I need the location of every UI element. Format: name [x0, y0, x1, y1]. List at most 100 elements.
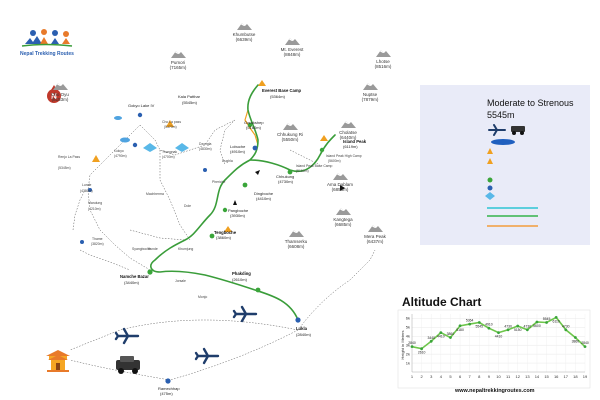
mountain-item[interactable]: Mera Peak(6437m): [364, 225, 387, 244]
altitude-point[interactable]: [525, 328, 529, 332]
camp-tent-icon: [166, 120, 174, 127]
altitude-point[interactable]: [535, 320, 539, 324]
gokyo-lake-label[interactable]: Gokyo Lake IV: [128, 103, 155, 108]
altitude-point[interactable]: [497, 331, 500, 335]
lobuche-label[interactable]: Lobuche: [230, 144, 246, 149]
altitude-point[interactable]: [573, 336, 577, 339]
dingboche-label[interactable]: Dingboche: [254, 191, 274, 196]
mountain-icon: [336, 208, 351, 215]
dzongla-label[interactable]: Dzongla: [199, 142, 212, 146]
gokyo-label[interactable]: Gokyo: [114, 149, 124, 153]
altitude-point[interactable]: [439, 331, 443, 335]
altitude-point[interactable]: [516, 324, 520, 328]
altitude-point[interactable]: [449, 336, 452, 339]
mountain-item[interactable]: Chhukung Ri(5550m): [277, 123, 303, 142]
thame-label[interactable]: Thame: [92, 237, 103, 241]
marulung-label[interactable]: Marulung: [88, 201, 102, 205]
cho-la-label[interactable]: Cho La pass: [162, 120, 181, 124]
altitude-point[interactable]: [545, 321, 548, 324]
altitude-point[interactable]: [429, 339, 433, 343]
stop-dot[interactable]: [137, 112, 143, 118]
stop-dot[interactable]: [132, 142, 138, 148]
mountain-icon: [363, 83, 378, 90]
stop-dot[interactable]: [222, 207, 228, 213]
altitude-point[interactable]: [458, 324, 462, 328]
pangboche-label[interactable]: Pangboche: [228, 208, 249, 213]
altitude-point[interactable]: [420, 347, 424, 351]
legend-green-dot: [487, 177, 493, 183]
stop-dot[interactable]: [252, 145, 258, 151]
brand-logo[interactable]: Nepal Trekking Routes: [20, 29, 74, 57]
stop-dot[interactable]: [147, 269, 153, 275]
mountain-item[interactable]: Cholatse(6440m): [339, 121, 357, 140]
small-place-label: Pheriche: [212, 180, 225, 184]
stop-dot[interactable]: [165, 378, 171, 384]
stop-dot[interactable]: [80, 240, 84, 244]
altitude-value-label: 5364: [466, 319, 474, 323]
chhukung-label[interactable]: Chhukung: [276, 174, 294, 179]
altitude-point[interactable]: [506, 328, 510, 332]
stop-dot[interactable]: [247, 122, 253, 128]
ramechhap-label[interactable]: Ramechhap: [158, 386, 180, 391]
altitude-value-label: 2840: [408, 341, 416, 345]
altitude-point[interactable]: [554, 315, 558, 319]
altitude-value-label: 4410: [495, 335, 503, 339]
mountain-item[interactable]: Khumbutse(6639m): [233, 23, 256, 42]
site-url[interactable]: www.nepaltrekkingroutes.com: [454, 388, 535, 394]
island-peak-label[interactable]: Island Peak: [343, 139, 367, 144]
island-peak-hc-label[interactable]: Island Peak High Camp: [326, 154, 362, 158]
altitude-point[interactable]: [487, 326, 491, 330]
mountain-item[interactable]: Mt. Everest(8848m): [281, 38, 305, 57]
small-place-label: Dole: [184, 204, 191, 208]
altitude-point[interactable]: [564, 328, 568, 332]
mountain-item[interactable]: Cho Oyu(8153m): [51, 83, 69, 102]
stop-dot[interactable]: [287, 169, 293, 175]
svg-text:(4700m): (4700m): [162, 155, 175, 159]
legend-tent-icon: [487, 148, 493, 154]
altitude-value-label: 3860: [447, 332, 455, 336]
svg-text:(3860m): (3860m): [216, 235, 232, 240]
svg-text:(3820m): (3820m): [91, 242, 104, 246]
svg-text:(3440m): (3440m): [124, 280, 140, 285]
mountain-icon: [289, 230, 304, 237]
x-tick-label: 4: [440, 374, 443, 379]
everest-alt-route: [244, 109, 259, 146]
thangnak-label[interactable]: Thangnak: [162, 150, 177, 154]
lunde-label[interactable]: Lunde: [82, 183, 92, 187]
mountain-item[interactable]: Thamserku(6608m): [285, 230, 308, 249]
brand-name: Nepal Trekking Routes: [20, 51, 74, 57]
altitude-point[interactable]: [410, 345, 414, 349]
tengboche-label[interactable]: Tengboche: [214, 230, 237, 235]
stop-dot[interactable]: [319, 147, 325, 153]
stop-dot[interactable]: [203, 168, 207, 172]
altitude-point[interactable]: [583, 345, 587, 349]
lukla-label[interactable]: Lukla: [296, 326, 308, 331]
stop-dot[interactable]: [209, 233, 215, 239]
stop-dot[interactable]: [242, 182, 248, 188]
mountain-item[interactable]: Lhotse(8516m): [375, 50, 392, 69]
legend-max-altitude: 5545m: [487, 110, 515, 120]
gorakshep-label[interactable]: Gorakshep: [244, 120, 264, 125]
stop-dot[interactable]: [255, 287, 261, 293]
ebc-label[interactable]: Everest Base Camp: [262, 88, 302, 93]
kala-patthar-label[interactable]: Kala Patthar: [178, 94, 201, 99]
renjo-la-label[interactable]: Renjo La Pass: [58, 155, 80, 159]
phakding-label[interactable]: Phakding: [232, 271, 251, 276]
mountain-name: Lhotse: [376, 59, 390, 64]
mountain-alt: (6440m): [340, 135, 357, 140]
mountain-name: Cholatse: [339, 130, 357, 135]
altitude-point[interactable]: [477, 321, 481, 324]
altitude-point[interactable]: [468, 322, 472, 326]
mountain-name: Mera Peak: [364, 234, 387, 239]
island-peak-bc-label[interactable]: Island Peak Base Camp: [296, 164, 332, 168]
legend-difficulty: Moderate to Strenous: [487, 98, 574, 108]
mountain-item[interactable]: Nuptse(7879m): [362, 83, 379, 102]
namche-label[interactable]: Namche Bazar: [120, 274, 149, 279]
stop-dot[interactable]: [88, 188, 92, 192]
mountain-item[interactable]: Pumori(7165m): [170, 51, 187, 70]
svg-text:(5364m): (5364m): [270, 94, 286, 99]
stop-dot[interactable]: [295, 317, 301, 323]
altitude-value-label: 4410: [437, 335, 445, 339]
mountain-item[interactable]: Kangtega(6685m): [333, 208, 353, 227]
svg-text:(4210m): (4210m): [88, 207, 101, 211]
